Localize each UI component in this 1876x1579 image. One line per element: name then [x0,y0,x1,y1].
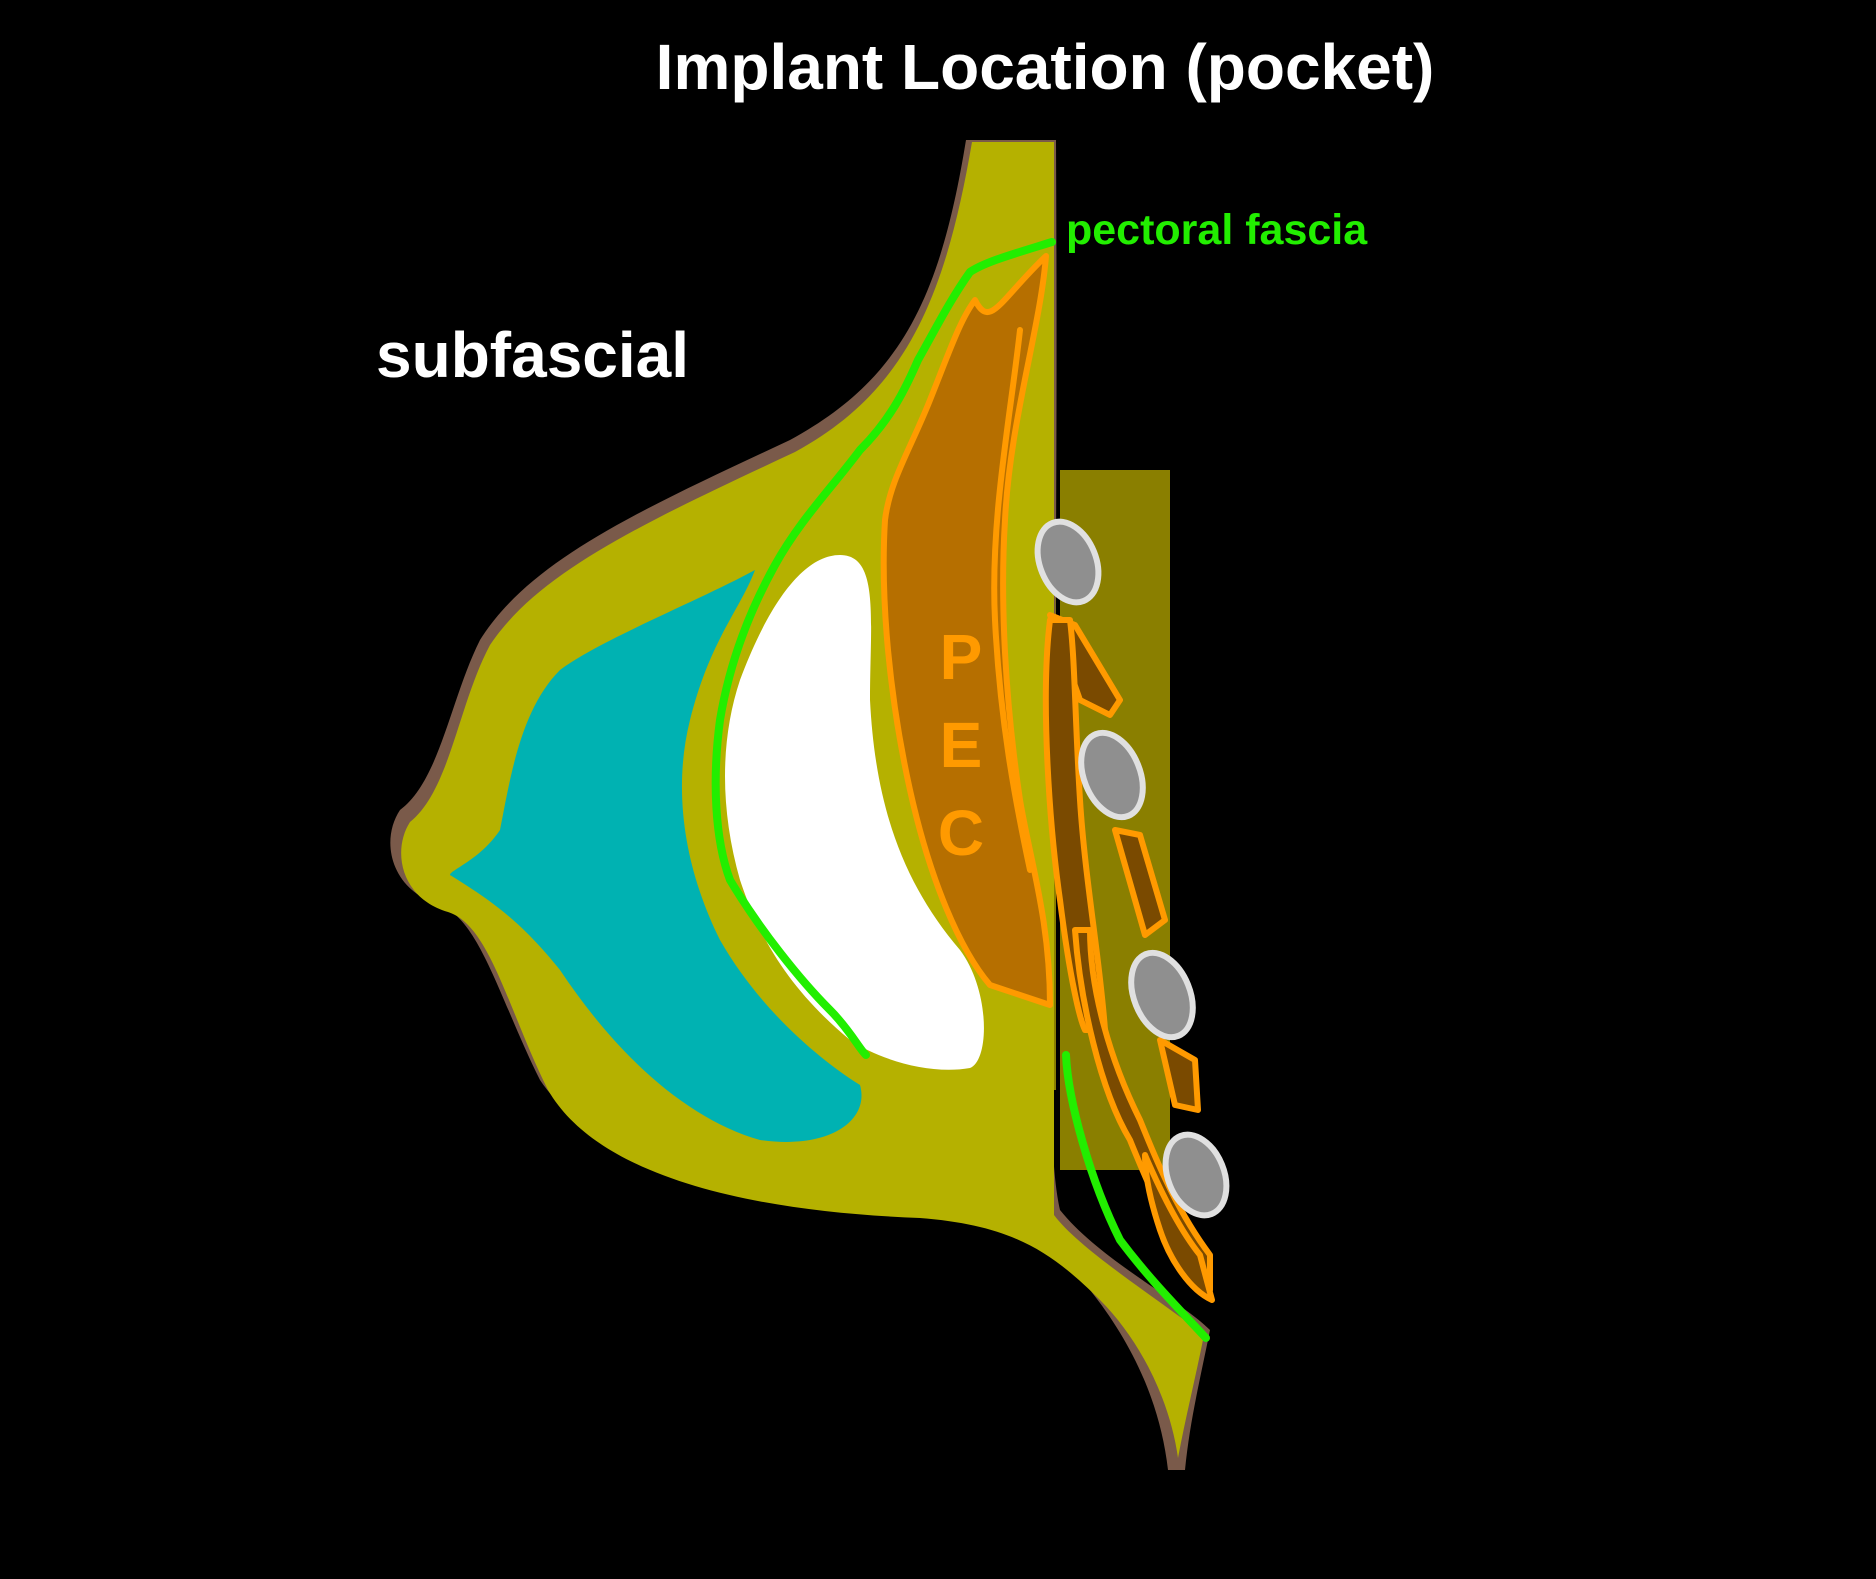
pectoral-fascia-upper [711,238,1056,1059]
pectoral-fascia-lower [1062,1051,1210,1342]
mammary-gland [450,570,862,1142]
page-title: Implant Location (pocket) [655,31,1435,103]
pectoral-fascia-label: pectoral fascia [1066,206,1368,254]
ribs [1034,518,1230,1219]
rib-1 [1034,518,1102,606]
implant [725,555,984,1070]
pec-letter-c: C [937,797,985,869]
pectoralis-inner-line [991,327,1033,873]
pectoralis-muscle [880,253,1053,1008]
pec-letter-e: E [939,709,983,781]
pocket-type-label: subfascial [376,319,690,391]
rib-4 [1162,1131,1230,1219]
pec-letter-p: P [939,621,983,693]
intercostal-6 [1142,1152,1215,1303]
rib-2 [1078,729,1146,821]
rib-3 [1128,949,1196,1041]
intercostal-5 [1157,1037,1201,1113]
intercostal-3 [1112,827,1168,938]
